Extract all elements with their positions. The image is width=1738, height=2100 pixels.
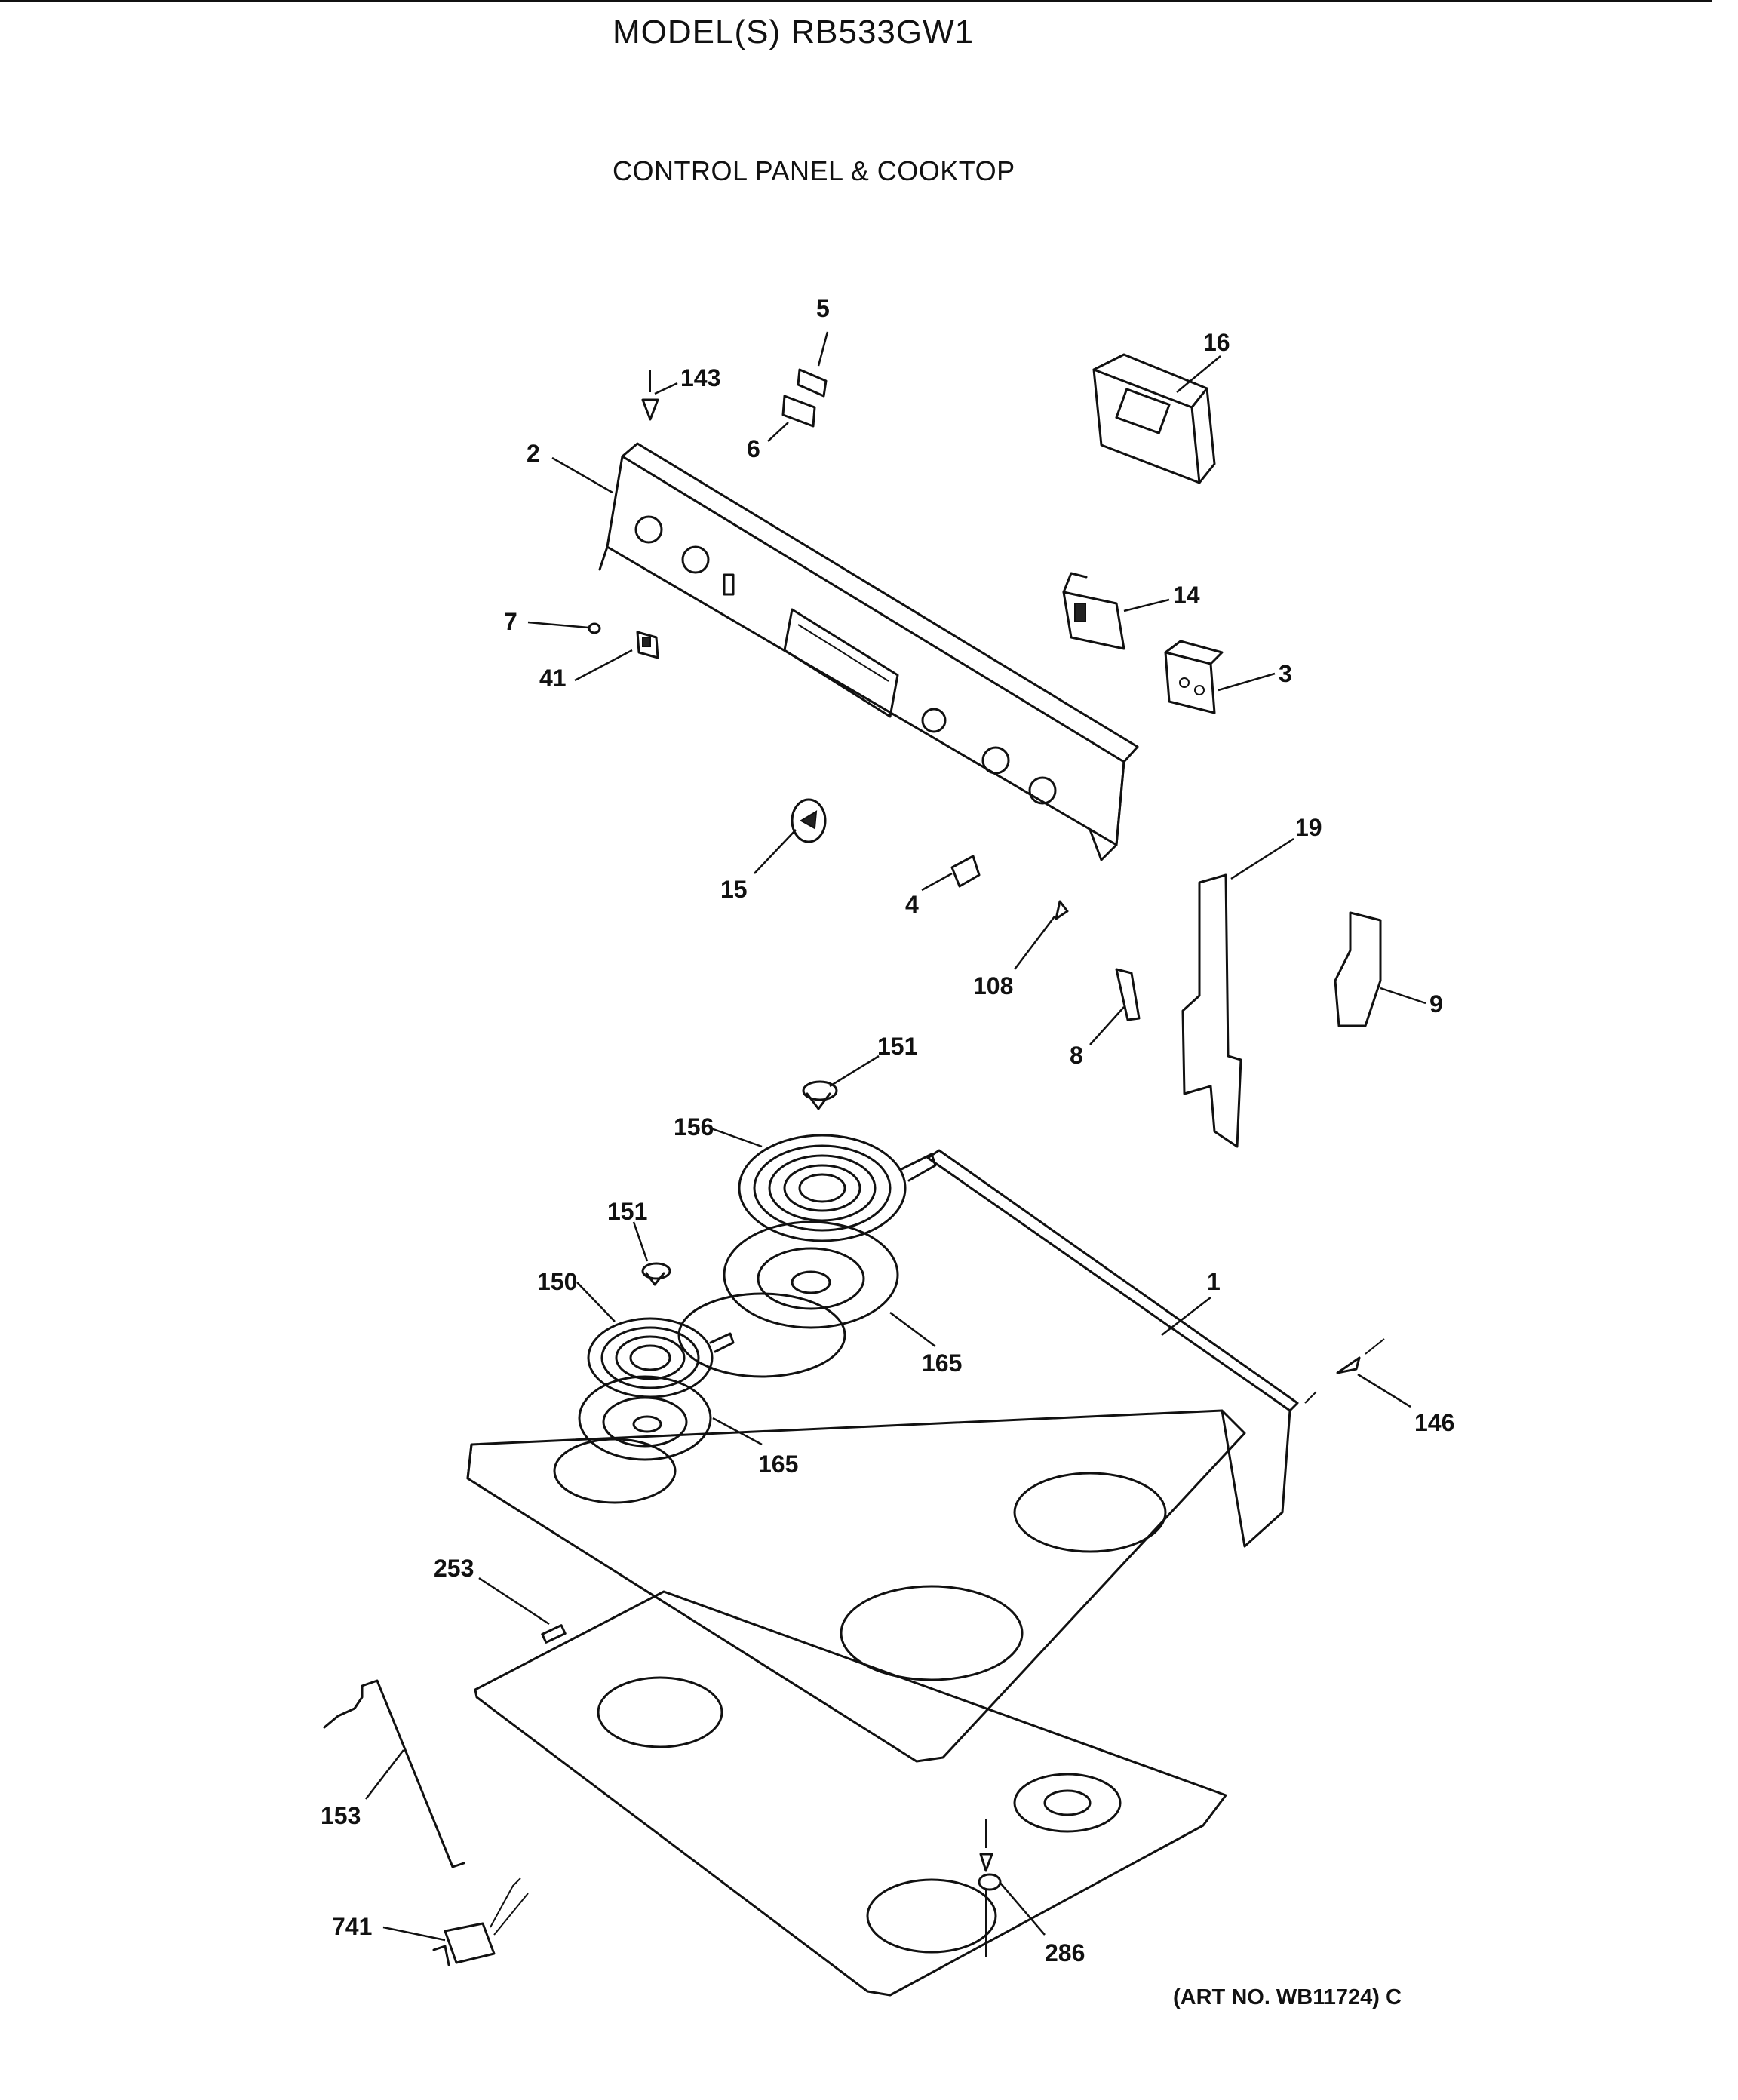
cooktop-1	[466, 1149, 1299, 1763]
switch-14	[1062, 572, 1125, 650]
screw-143	[641, 370, 659, 421]
terminal-block-741	[432, 1877, 529, 1966]
callout-741: 741	[332, 1913, 372, 1940]
light-switch-41	[636, 631, 659, 659]
callout-253: 253	[434, 1555, 474, 1582]
screw-108	[1055, 900, 1069, 920]
bracket-6	[781, 395, 816, 428]
callout-19: 19	[1295, 814, 1322, 841]
top-rule	[0, 0, 1712, 2]
callout-3: 3	[1279, 660, 1292, 687]
art-number: (ART NO. WB11724) C	[1173, 1985, 1402, 2009]
callout-4: 4	[905, 891, 919, 918]
knob-cap-151-lower	[641, 1262, 671, 1286]
wire-153	[323, 1679, 465, 1868]
section-title: CONTROL PANEL & COOKTOP	[613, 155, 1015, 186]
surface-element-156	[738, 1134, 937, 1242]
drip-pan-165-small	[578, 1375, 712, 1461]
control-panel-backsplash	[598, 442, 1139, 861]
callout-1: 1	[1207, 1268, 1221, 1295]
callout-15: 15	[720, 876, 748, 903]
knob-cap-151-upper	[802, 1080, 838, 1110]
callout-156: 156	[674, 1113, 714, 1141]
callout-7: 7	[504, 608, 517, 635]
callout-8: 8	[1070, 1042, 1083, 1069]
plug-7	[588, 622, 601, 634]
callout-labels: 143 5 6 16 2 14 3 7 41 15 4 108 19 9 8 1…	[321, 295, 1454, 1966]
callout-14: 14	[1173, 582, 1200, 609]
callout-165-large: 165	[922, 1349, 962, 1377]
callout-153: 153	[321, 1802, 361, 1829]
callout-151-lower: 151	[607, 1198, 647, 1225]
leader-lines	[365, 331, 1426, 1942]
bracket-8	[1115, 968, 1141, 1021]
callout-165-small: 165	[758, 1451, 798, 1478]
side-trim-19	[1181, 873, 1242, 1148]
callout-2: 2	[527, 440, 540, 467]
end-cap-9	[1334, 911, 1382, 1027]
page-title: MODEL(S) RB533GW1	[613, 14, 975, 51]
drip-pan-165-large	[723, 1220, 899, 1329]
callout-9: 9	[1429, 990, 1443, 1018]
callout-41: 41	[539, 665, 567, 692]
callout-150: 150	[537, 1268, 577, 1295]
surface-element-150	[587, 1317, 735, 1398]
bracket-5	[797, 368, 828, 398]
cooktop-support-253	[474, 1590, 1227, 1997]
callout-143: 143	[680, 364, 720, 391]
clock-timer-16	[1092, 353, 1216, 484]
callout-146: 146	[1414, 1409, 1454, 1436]
switch-3	[1164, 640, 1224, 714]
callout-151-upper: 151	[877, 1033, 917, 1060]
callout-16: 16	[1203, 329, 1230, 356]
knob-15	[791, 798, 827, 843]
callout-6: 6	[747, 435, 760, 462]
callout-108: 108	[973, 972, 1013, 999]
callout-5: 5	[816, 295, 830, 322]
callout-286: 286	[1045, 1939, 1085, 1966]
knob-4	[950, 855, 981, 888]
screw-146	[1304, 1338, 1385, 1404]
